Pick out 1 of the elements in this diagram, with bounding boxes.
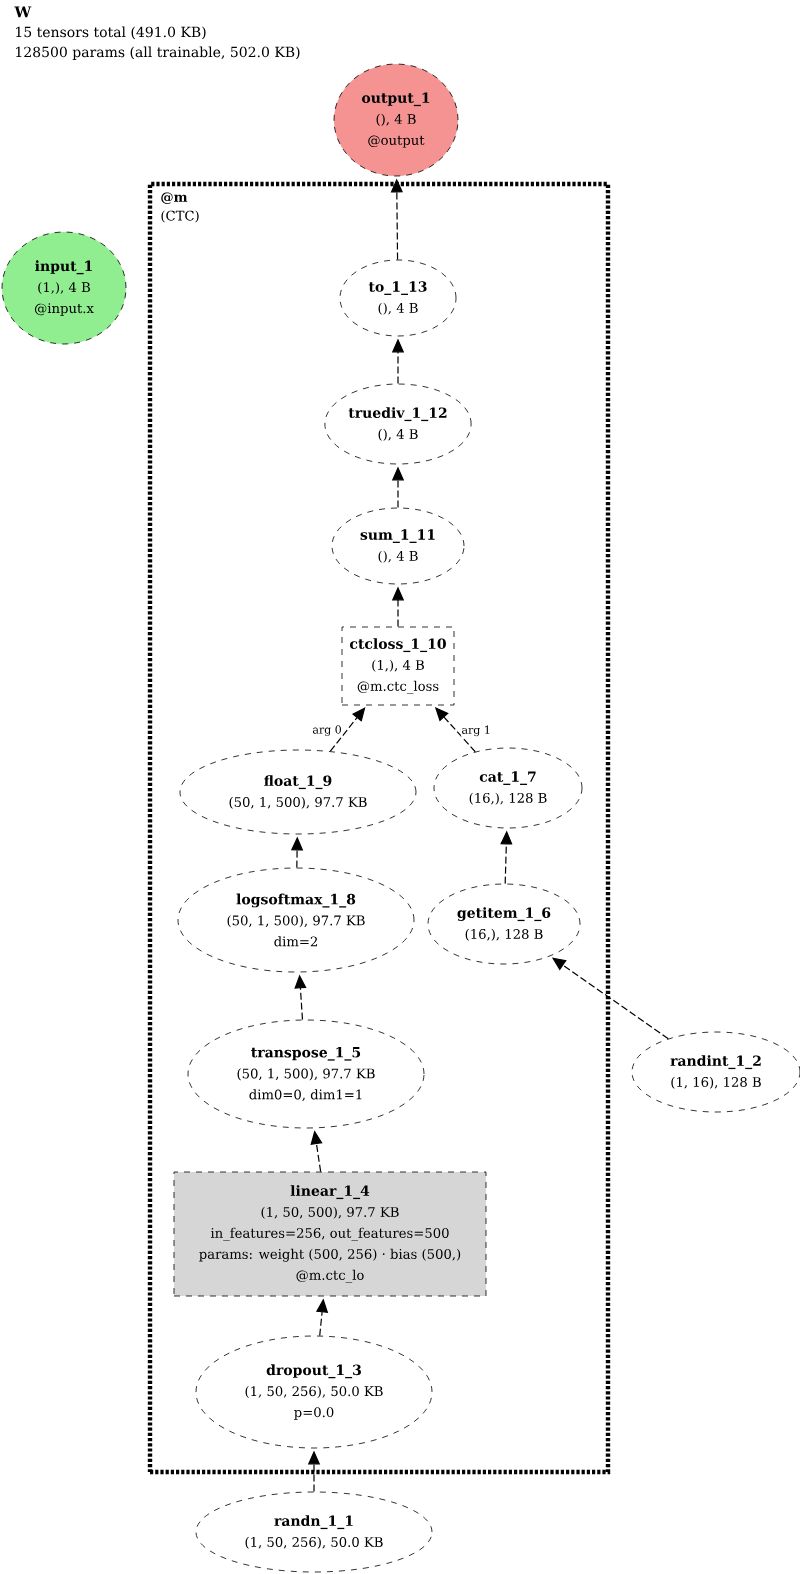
- arrow: [329, 707, 366, 752]
